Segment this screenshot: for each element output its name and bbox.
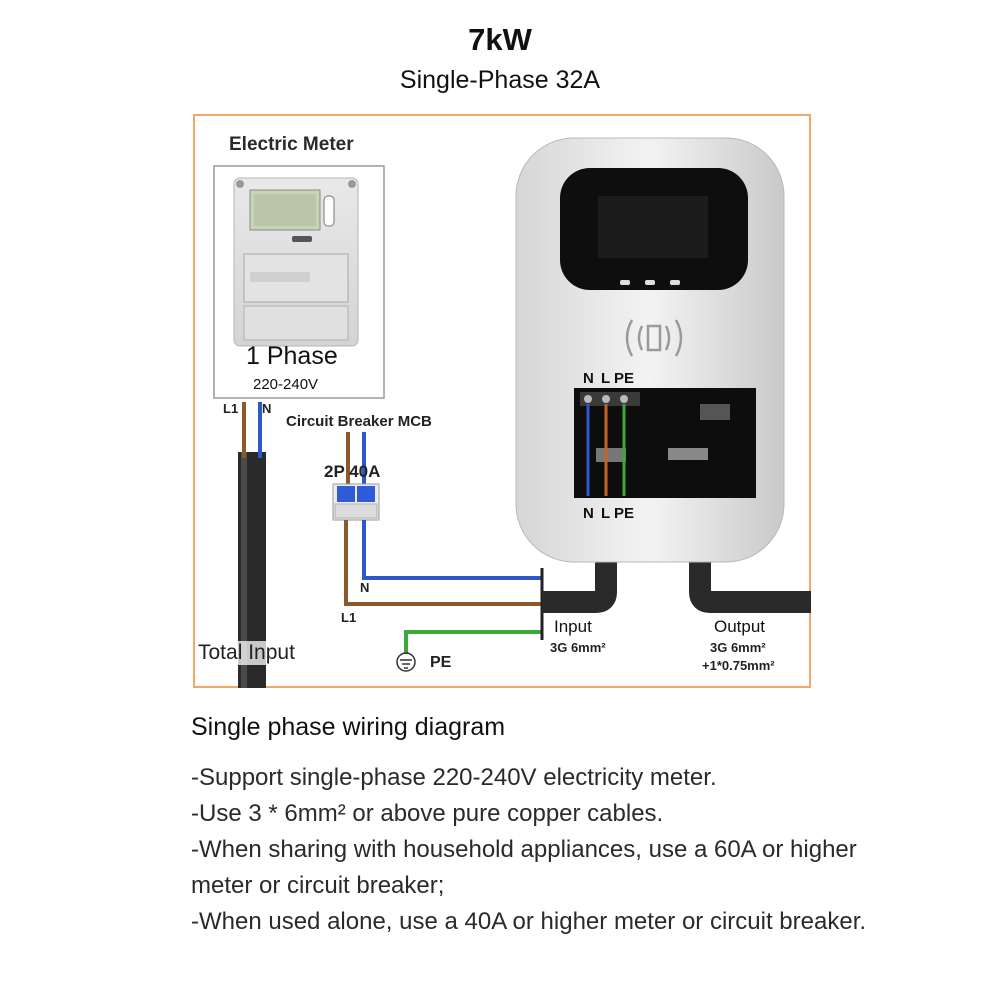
terminal-bottom-l: L (601, 505, 611, 522)
wire-neutral (362, 520, 542, 580)
terminal-top-n: N (583, 370, 594, 387)
wire-l1-label: L1 (341, 610, 357, 625)
pe-label: PE (430, 654, 452, 671)
wire-live-l1 (344, 520, 542, 606)
meter-voltage-label: 220-240V (253, 376, 319, 393)
note-item: -Use 3 * 6mm² or above pure copper cable… (191, 800, 664, 827)
terminal-top-pe: PE (614, 370, 635, 387)
output-cable-spec: 3G 6mm² (710, 640, 766, 655)
input-label: Input (554, 617, 592, 636)
terminal-bottom-n: N (583, 505, 594, 522)
output-signal-cable-spec: +1*0.75mm² (702, 658, 775, 673)
ev-charger-image (515, 137, 785, 563)
input-cable-spec: 3G 6mm² (550, 640, 606, 655)
page-subtitle: Single-Phase 32A (399, 66, 601, 94)
meter-l1-label: L1 (223, 401, 239, 416)
note-item: -When sharing with household appliances,… (191, 836, 857, 899)
terminal-bottom-pe: PE (614, 505, 635, 522)
meter-title: Electric Meter (229, 134, 354, 155)
notes-list: -Support single-phase 220-240V electrici… (191, 760, 881, 940)
ground-icon (396, 652, 416, 672)
charger-output-cable (689, 548, 811, 613)
page-title: 7kW (468, 22, 532, 57)
note-item: -When used alone, use a 40A or higher me… (191, 908, 867, 935)
wire-earth-pe (404, 630, 542, 654)
output-label: Output (714, 617, 766, 636)
diagram-frame (193, 114, 811, 688)
circuit-breaker-mcb (332, 483, 380, 521)
terminal-top-l: L (601, 370, 611, 387)
breaker-rating: 2P 40A (324, 462, 381, 481)
meter-phase-label: 1 Phase (246, 342, 338, 370)
breaker-title: Circuit Breaker MCB (286, 413, 432, 430)
wire-n-label: N (360, 580, 370, 595)
meter-n-label: N (262, 401, 272, 416)
total-input-label: Total Input (198, 641, 295, 665)
note-item: -Support single-phase 220-240V electrici… (191, 764, 717, 791)
section-heading: Single phase wiring diagram (191, 713, 506, 741)
electric-meter-image (233, 177, 359, 347)
charger-input-cable (542, 548, 617, 613)
